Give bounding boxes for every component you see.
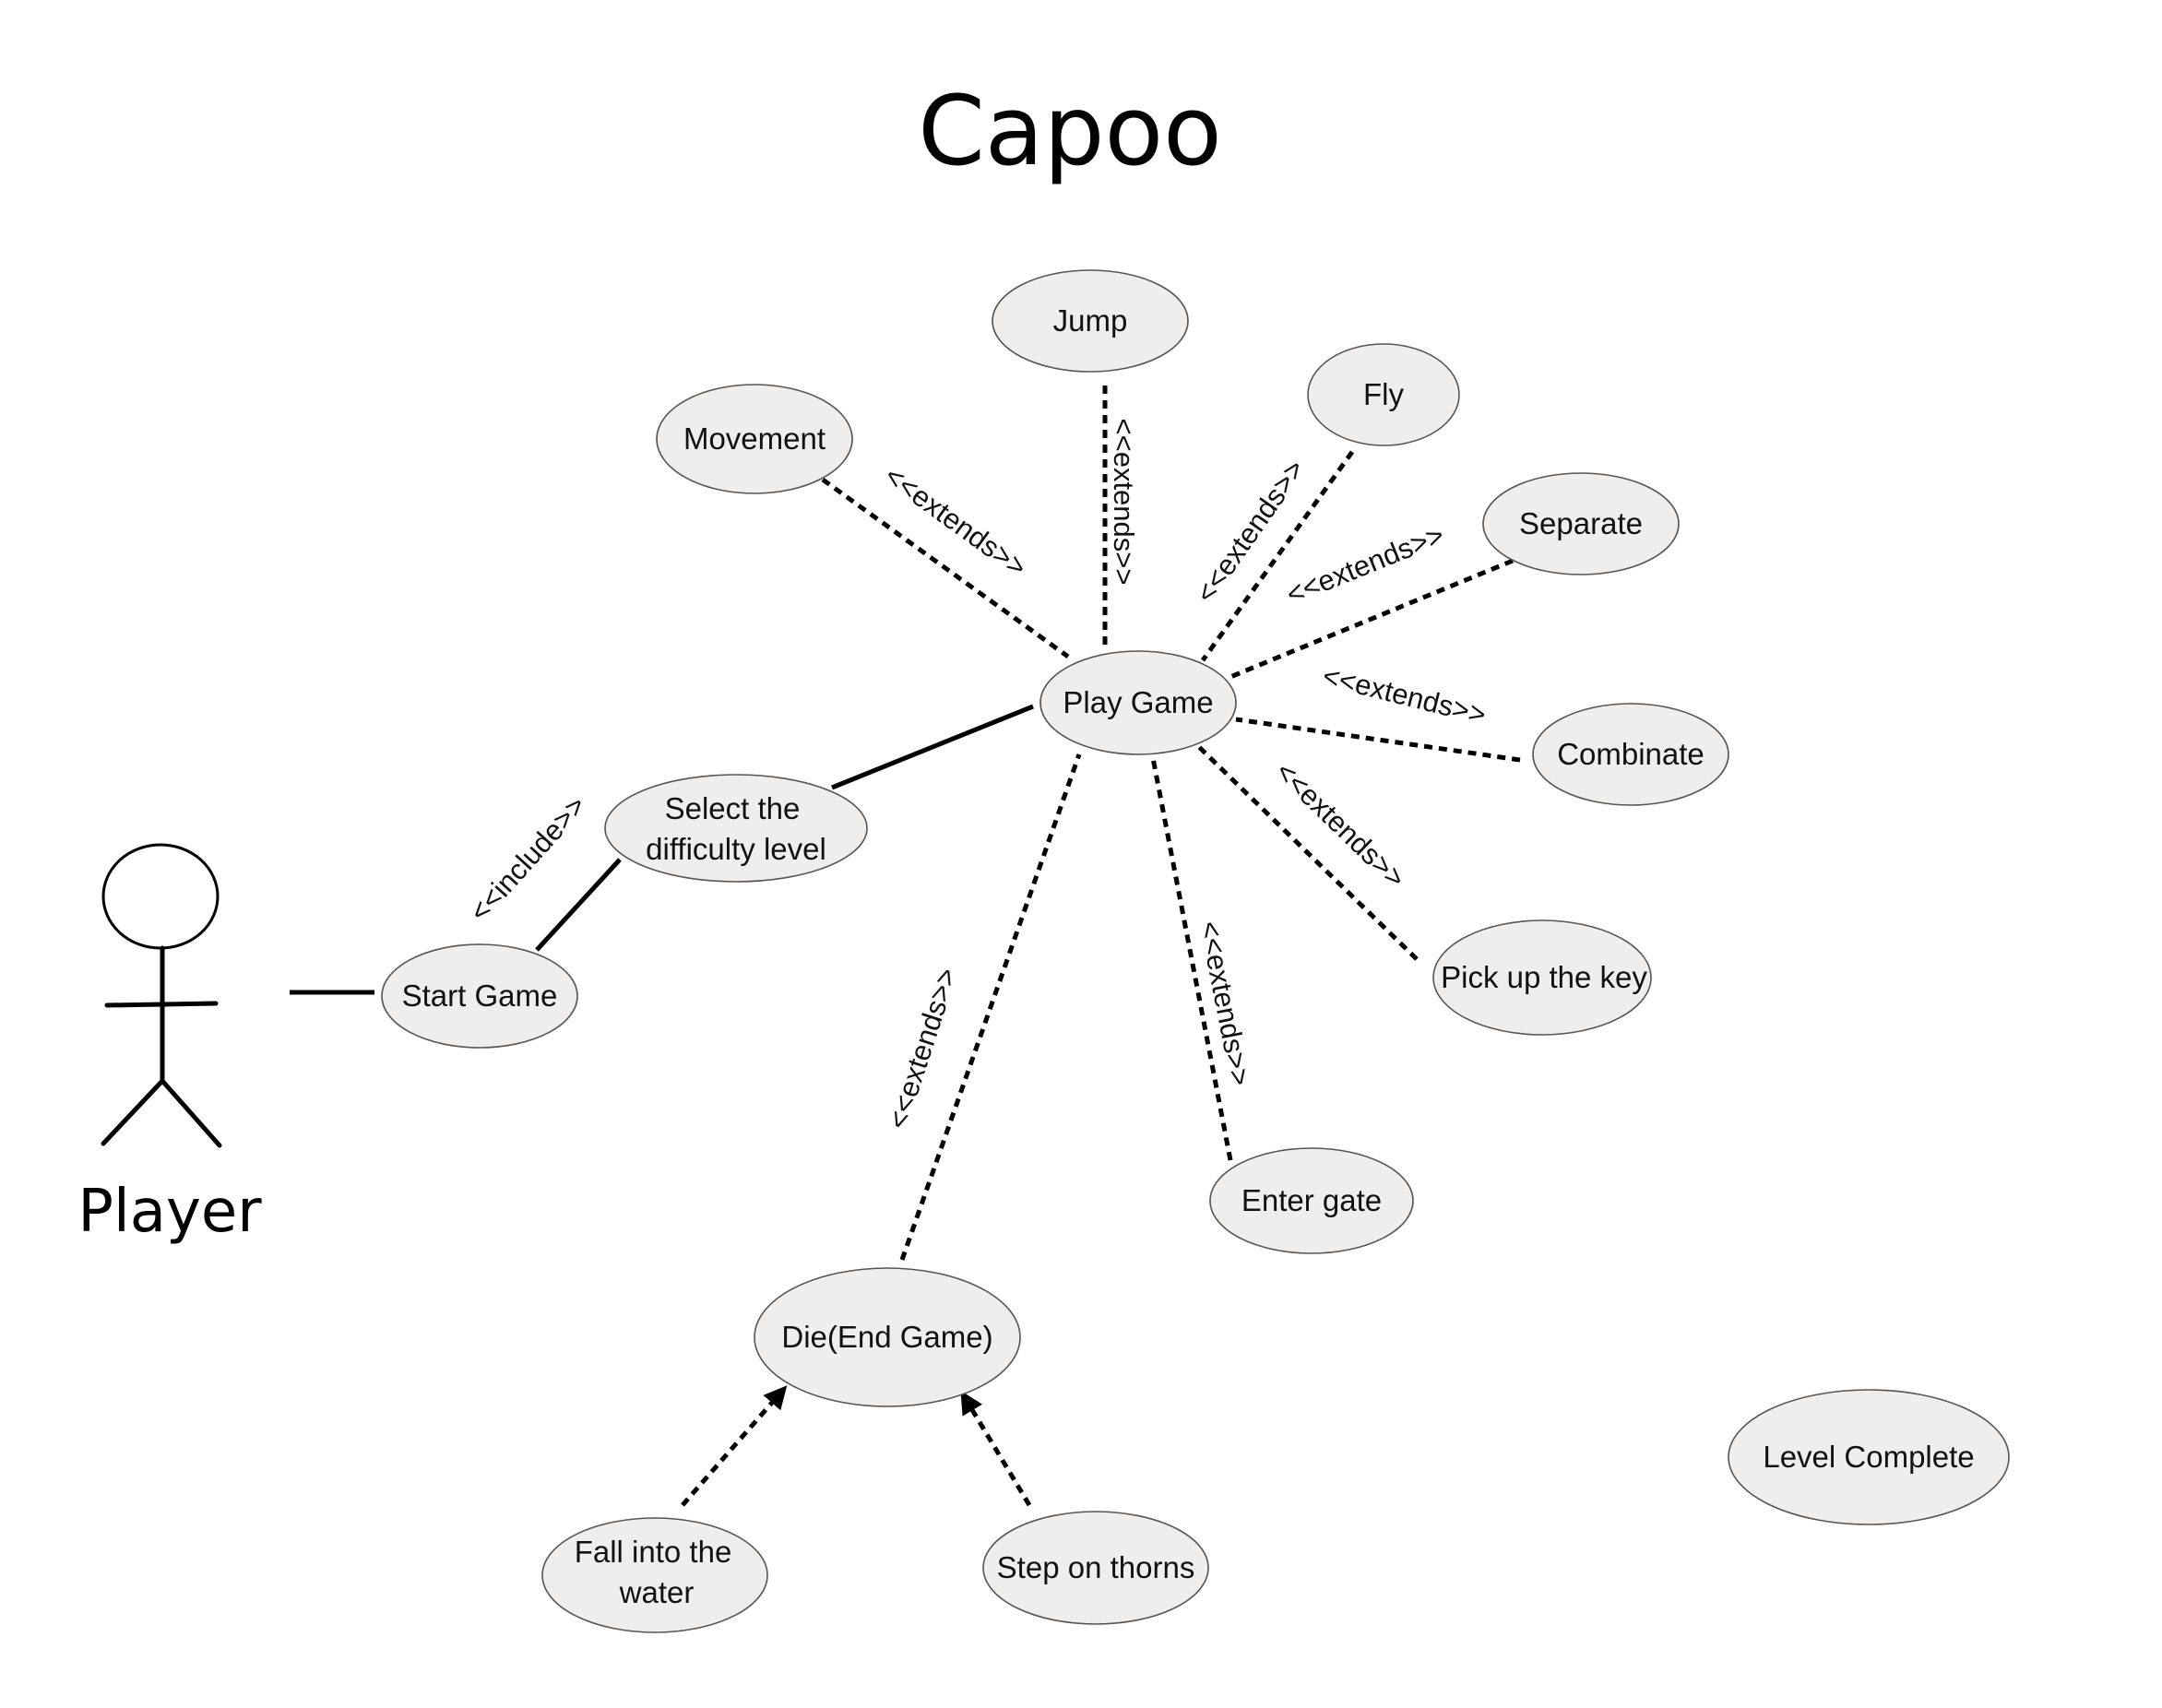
use-case-jump[interactable]: Jump bbox=[992, 269, 1189, 373]
use-case-separate-label: Separate bbox=[1519, 506, 1643, 540]
use-case-select-difficulty-line1: Select the bbox=[665, 791, 801, 825]
use-case-step-on-thorns[interactable]: Step on thorns bbox=[982, 1511, 1209, 1625]
use-case-select-difficulty-line2: difficulty level bbox=[646, 832, 826, 866]
use-case-play-game-label: Play Game bbox=[1063, 685, 1213, 719]
use-case-fall-into-water-line1: Fall into the bbox=[575, 1535, 732, 1569]
use-case-enter-gate-label: Enter gate bbox=[1241, 1183, 1382, 1217]
actor-left-leg bbox=[101, 1078, 165, 1146]
label-extends-jump: <<extends>> bbox=[1108, 419, 1140, 586]
use-case-select-difficulty[interactable]: Select the difficulty level bbox=[604, 774, 868, 883]
arrow-thorns-to-die bbox=[960, 1390, 1032, 1507]
use-case-die-end-game-label: Die(End Game) bbox=[781, 1320, 992, 1354]
use-case-fly-label: Fly bbox=[1363, 377, 1404, 411]
extend-separate bbox=[1229, 558, 1514, 680]
use-case-fly[interactable]: Fly bbox=[1307, 343, 1460, 446]
use-case-pick-up-key-label: Pick up the key bbox=[1441, 960, 1647, 994]
extend-fly bbox=[1200, 450, 1355, 662]
use-case-fall-into-water-line2: water bbox=[619, 1575, 695, 1609]
extend-movement bbox=[821, 477, 1070, 659]
use-case-level-complete-label: Level Complete bbox=[1763, 1440, 1974, 1474]
link-select-play bbox=[831, 704, 1034, 790]
actor-head bbox=[101, 843, 220, 950]
use-case-movement-label: Movement bbox=[683, 421, 826, 456]
use-case-movement[interactable]: Movement bbox=[656, 384, 853, 494]
use-case-start-game[interactable]: Start Game bbox=[381, 943, 578, 1049]
arrow-fall-to-die bbox=[681, 1385, 788, 1507]
extend-pick-key bbox=[1197, 745, 1419, 961]
label-extends-pick-key: <<extends>> bbox=[1269, 755, 1412, 895]
diagram-title: Capoo bbox=[918, 75, 1222, 187]
use-case-die-end-game[interactable]: Die(End Game) bbox=[754, 1267, 1021, 1407]
label-extends-die: <<extends>> bbox=[881, 964, 963, 1133]
extend-combinate bbox=[1235, 717, 1521, 763]
use-case-step-on-thorns-label: Step on thorns bbox=[997, 1550, 1195, 1584]
use-case-play-game[interactable]: Play Game bbox=[1039, 650, 1237, 755]
use-case-separate[interactable]: Separate bbox=[1482, 472, 1680, 575]
actor-arms bbox=[104, 1001, 219, 1008]
use-case-start-game-label: Start Game bbox=[402, 979, 558, 1013]
include-start-select bbox=[535, 858, 622, 952]
use-case-enter-gate[interactable]: Enter gate bbox=[1209, 1147, 1414, 1254]
extend-die bbox=[899, 753, 1082, 1261]
extend-enter-gate bbox=[1150, 757, 1233, 1161]
actor-right-leg bbox=[160, 1078, 222, 1148]
label-extends-movement: <<extends>> bbox=[879, 459, 1033, 584]
use-case-jump-label: Jump bbox=[1053, 303, 1128, 338]
use-case-level-complete[interactable]: Level Complete bbox=[1728, 1389, 2010, 1525]
use-case-combinate[interactable]: Combinate bbox=[1532, 703, 1729, 806]
label-extends-combinate: <<extends>> bbox=[1319, 659, 1489, 731]
actor-player: Player bbox=[77, 843, 262, 1246]
use-case-pick-up-key[interactable]: Pick up the key bbox=[1432, 919, 1652, 1036]
label-extends-enter-gate: <<extends>> bbox=[1194, 919, 1257, 1088]
actor-label: Player bbox=[77, 1178, 262, 1246]
use-case-combinate-label: Combinate bbox=[1557, 737, 1705, 771]
use-case-fall-into-water[interactable]: Fall into the water bbox=[541, 1517, 768, 1633]
